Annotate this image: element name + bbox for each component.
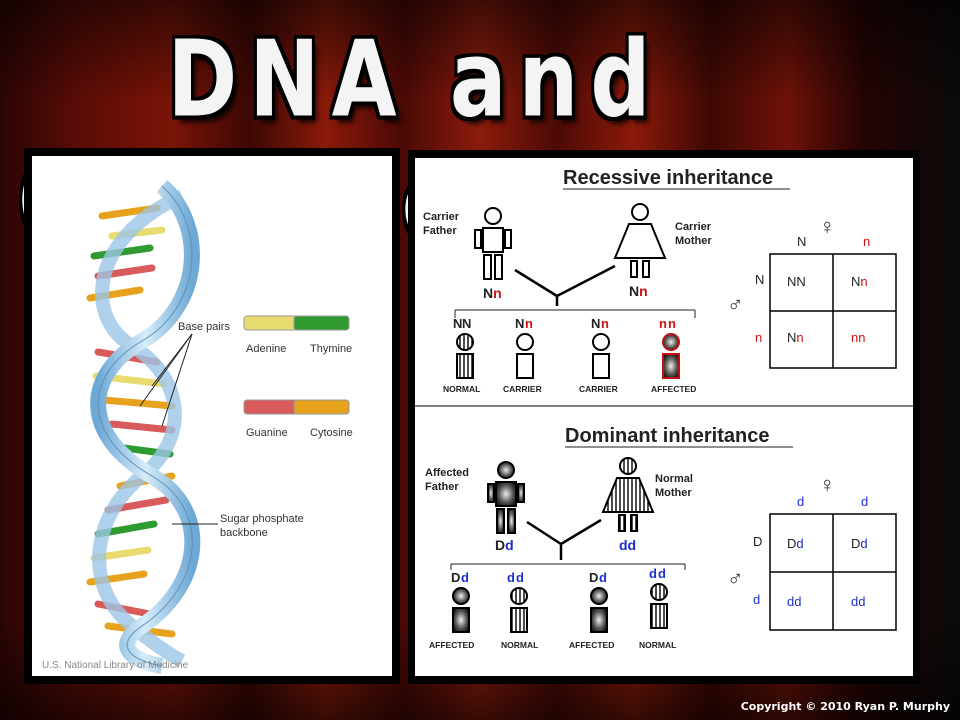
svg-text:d: d <box>658 566 666 581</box>
svg-text:n: n <box>601 316 609 331</box>
recessive-father-genotype: Nn <box>483 285 502 301</box>
svg-text:N: N <box>453 316 462 331</box>
svg-text:AFFECTED: AFFECTED <box>651 384 696 394</box>
pointer-line <box>151 333 193 387</box>
punnett-cell: dd <box>851 594 865 609</box>
svg-text:d: d <box>516 570 524 585</box>
recessive-mother-genotype: Nn <box>629 283 648 299</box>
thymine-label: Thymine <box>310 343 352 355</box>
svg-text:n: n <box>525 316 533 331</box>
dna-diagram-frame: Base pairs Adenine Thymine Guanine Cytos… <box>24 148 400 684</box>
svg-text:d: d <box>649 566 657 581</box>
dominant-father-genotype: Dd <box>495 537 514 553</box>
svg-text:NORMAL: NORMAL <box>639 640 676 650</box>
recessive-child-3: N n CARRIER <box>579 316 618 394</box>
punnett-cell: Nn <box>787 330 804 345</box>
punnett-top-1: d <box>797 494 804 509</box>
svg-text:n: n <box>668 316 676 331</box>
punnett-cell: dd <box>787 594 801 609</box>
adenine-swatch <box>243 315 300 331</box>
svg-text:d: d <box>599 570 607 585</box>
punnett-side-2: n <box>755 330 762 345</box>
svg-text:d: d <box>461 570 469 585</box>
punnett-side-2: d <box>753 592 760 607</box>
svg-text:N: N <box>462 316 471 331</box>
copyright-text: Copyright © 2010 Ryan P. Murphy <box>740 700 950 713</box>
dominant-child-2: d d NORMAL <box>501 570 538 650</box>
normal-mother-figure <box>601 457 655 532</box>
cytosine-label: Cytosine <box>310 427 353 439</box>
affected-father-figure <box>487 461 525 534</box>
punnett-top-2: n <box>863 234 870 249</box>
svg-text:D: D <box>589 570 598 585</box>
recessive-child-1: N N NORMAL <box>443 316 480 394</box>
recessive-mother-label-1: Carrier <box>675 221 712 233</box>
punnett-cell: NN <box>787 274 806 289</box>
cytosine-swatch <box>293 399 350 415</box>
adenine-label: Adenine <box>246 343 286 355</box>
svg-text:n: n <box>659 316 667 331</box>
punnett-cell: nn <box>851 330 865 345</box>
dominant-father-label-1: Affected <box>425 467 469 479</box>
backbone-label-line2: backbone <box>220 527 268 539</box>
inheritance-diagram-frame: Recessive inheritance Carrier Father Nn … <box>408 150 920 684</box>
punnett-top-1: N <box>797 234 806 249</box>
svg-text:D: D <box>451 570 460 585</box>
dominant-mother-genotype: dd <box>619 537 636 553</box>
guanine-swatch <box>243 399 300 415</box>
svg-text:AFFECTED: AFFECTED <box>569 640 614 650</box>
male-symbol: ♂ <box>727 566 744 591</box>
dominant-child-1: D d AFFECTED <box>429 570 474 650</box>
recessive-heading: Recessive inheritance <box>563 167 773 189</box>
credit-text: U.S. National Library of Medicine <box>42 660 189 671</box>
recessive-child-4: n n AFFECTED <box>651 316 696 394</box>
recessive-mother-label-2: Mother <box>675 235 712 247</box>
dominant-father-label-2: Father <box>425 481 459 493</box>
guanine-label: Guanine <box>246 427 288 439</box>
recessive-punnett-grid <box>769 253 897 369</box>
svg-text:CARRIER: CARRIER <box>503 384 542 394</box>
dominant-pedigree-lines <box>526 518 602 560</box>
backbone-label-line1: Sugar phosphate <box>220 513 304 525</box>
dominant-mother-label-2: Mother <box>655 487 692 499</box>
recessive-father-label-2: Father <box>423 225 457 237</box>
recessive-child-2: N n CARRIER <box>503 316 542 394</box>
punnett-top-2: d <box>861 494 868 509</box>
dominant-punnett-grid <box>769 513 897 631</box>
dna-diagram: Base pairs Adenine Thymine Guanine Cytos… <box>32 156 392 676</box>
dominant-child-3: D d AFFECTED <box>569 570 614 650</box>
dominant-mother-label-1: Normal <box>655 473 693 485</box>
svg-text:CARRIER: CARRIER <box>579 384 618 394</box>
base-pairs-label: Base pairs <box>178 321 230 333</box>
carrier-mother-figure <box>613 203 667 278</box>
svg-text:d: d <box>507 570 515 585</box>
male-symbol: ♂ <box>727 292 744 317</box>
inheritance-svg: Recessive inheritance Carrier Father Nn … <box>415 167 913 650</box>
svg-text:N: N <box>591 316 600 331</box>
recessive-pedigree-lines <box>514 264 616 306</box>
dominant-child-4: d d NORMAL <box>639 566 676 650</box>
female-symbol: ♀ <box>819 214 836 239</box>
dna-helix-svg: Base pairs Adenine Thymine Guanine Cytos… <box>42 180 353 674</box>
punnett-side-1: D <box>753 534 762 549</box>
svg-text:AFFECTED: AFFECTED <box>429 640 474 650</box>
female-symbol: ♀ <box>819 472 836 497</box>
svg-text:NORMAL: NORMAL <box>501 640 538 650</box>
inheritance-diagram: Recessive inheritance Carrier Father Nn … <box>415 158 913 676</box>
pointer-line <box>161 333 193 427</box>
punnett-cell: Dd <box>851 536 868 551</box>
svg-text:N: N <box>515 316 524 331</box>
punnett-side-1: N <box>755 272 764 287</box>
recessive-father-label-1: Carrier <box>423 211 460 223</box>
punnett-cell: Nn <box>851 274 868 289</box>
dominant-heading: Dominant inheritance <box>565 425 769 447</box>
punnett-cell: Dd <box>787 536 804 551</box>
svg-text:NORMAL: NORMAL <box>443 384 480 394</box>
carrier-father-figure <box>474 207 512 280</box>
thymine-swatch <box>293 315 350 331</box>
